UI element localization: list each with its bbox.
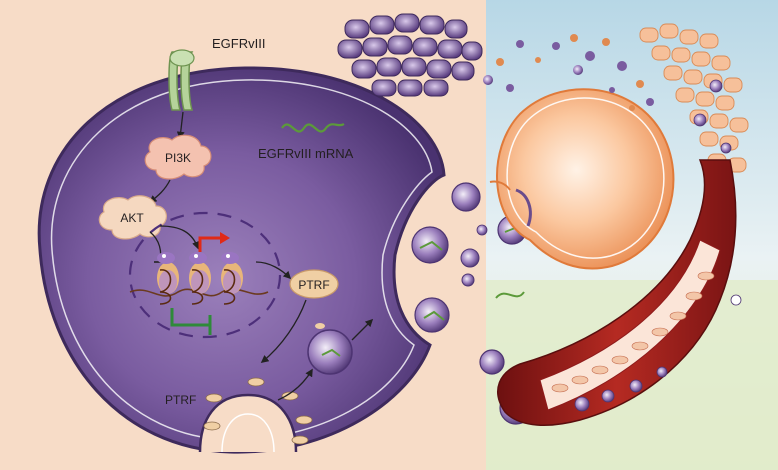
arrow-to-ptrf [255, 261, 292, 280]
transcription-arrow [198, 236, 222, 252]
arrow-egfr-to-pi3k [176, 111, 185, 140]
akt-label: AKT [120, 211, 144, 225]
ptrf-node: PTRF [289, 269, 339, 299]
caveolae-markers [203, 377, 313, 445]
orange-cell-cluster [639, 23, 749, 191]
arrow-akt-to-chromatin [159, 225, 200, 250]
egfrviii-label: EGFRvIII [212, 36, 265, 51]
arrow-ptrf-to-membrane [260, 299, 307, 363]
extracellular-vesicle-icon [307, 323, 353, 375]
ptrf-membrane-label: PTRF [165, 393, 196, 407]
mrna-label: EGFRvIII mRNA [258, 146, 354, 161]
tumor-cell-cluster [337, 13, 483, 97]
pi3k-label: PI3K [165, 151, 191, 165]
ptrf-node-label: PTRF [298, 278, 329, 292]
egfrviii-receptor-icon [168, 49, 195, 111]
arrow-membrane-to-ev [277, 368, 313, 401]
nucleosome-icon [189, 252, 211, 305]
akt-node: AKT [98, 195, 167, 240]
nucleosome-icon [221, 252, 243, 305]
glioma-cell [37, 66, 446, 454]
mrna-icon [281, 123, 345, 133]
inhibition-bracket [170, 308, 210, 327]
scattered-vesicles [483, 34, 654, 111]
blood-vessel-icon [497, 159, 742, 426]
transcription-arrow-head [220, 232, 230, 244]
arrow-ev-release [351, 318, 374, 341]
recipient-cell [489, 88, 675, 270]
embedded-vesicles [693, 79, 732, 154]
pi3k-node: PI3K [144, 134, 212, 180]
chromatin [129, 252, 269, 305]
vessel-vesicles [574, 294, 742, 412]
nucleosome-icon [157, 252, 179, 305]
mrna-icon [495, 291, 525, 299]
nucleus-envelope [128, 211, 282, 339]
